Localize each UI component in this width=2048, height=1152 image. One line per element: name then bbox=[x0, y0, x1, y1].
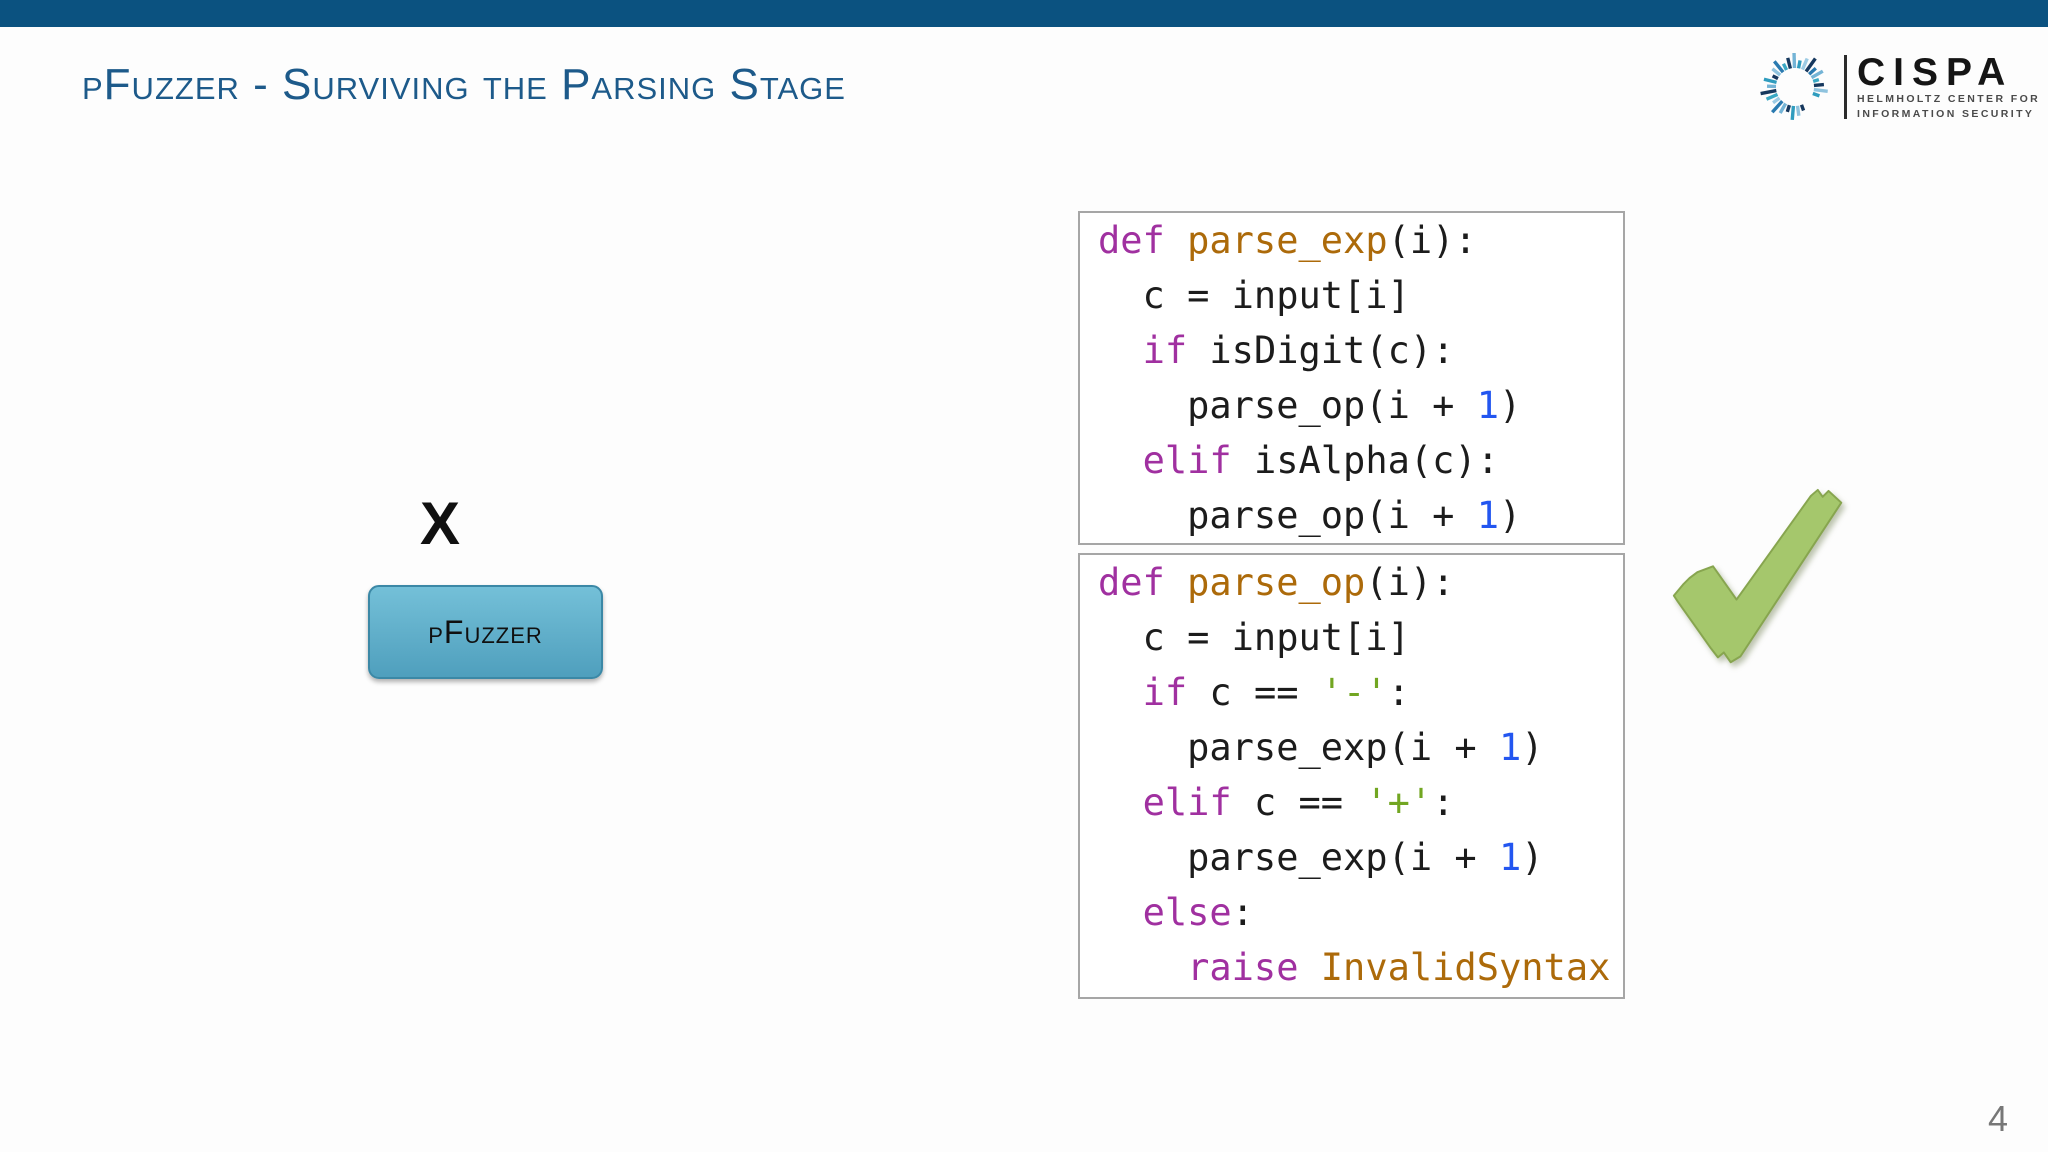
pfuzzer-label: pFuzzer bbox=[428, 613, 543, 650]
code-block-parse-exp: def parse_exp(i): c = input[i] if isDigi… bbox=[1078, 211, 1625, 545]
code-block-parse-op: def parse_op(i): c = input[i] if c == '-… bbox=[1078, 553, 1625, 999]
cispa-ring-icon bbox=[1760, 52, 1828, 121]
code-line: c = input[i] bbox=[1098, 616, 1410, 659]
code-line: if isDigit(c): bbox=[1142, 329, 1455, 372]
pfuzzer-box: pFuzzer bbox=[368, 585, 603, 679]
code-line: def parse_op(i): bbox=[1098, 561, 1455, 604]
code-line: elif c == '+': bbox=[1142, 781, 1455, 824]
logo-subtitle-line1: HELMHOLTZ CENTER FOR bbox=[1857, 93, 2041, 106]
code-line: parse_op(i + 1) bbox=[1098, 494, 1522, 537]
code-line: raise InvalidSyntax bbox=[1187, 946, 1611, 989]
logo-text-column: CISPA HELMHOLTZ CENTER FOR INFORMATION S… bbox=[1857, 53, 2040, 120]
code-line: parse_op(i + 1) bbox=[1098, 384, 1522, 427]
code-line: parse_exp(i + 1) bbox=[1098, 726, 1544, 769]
cispa-logo: CISPA HELMHOLTZ CENTER FOR INFORMATION S… bbox=[1756, 48, 2040, 126]
code-line: c = input[i] bbox=[1098, 274, 1410, 317]
code-line: def parse_exp(i): bbox=[1098, 219, 1477, 262]
logo-divider bbox=[1844, 55, 1847, 119]
checkmark-icon bbox=[1672, 488, 1843, 664]
code-line: else: bbox=[1142, 891, 1254, 934]
rejected-input-label: X bbox=[419, 490, 461, 557]
logo-wordmark: CISPA bbox=[1857, 51, 2014, 95]
code-line: parse_exp(i + 1) bbox=[1098, 836, 1544, 879]
logo-subtitle-line2: INFORMATION SECURITY bbox=[1857, 107, 2035, 120]
code-line: elif isAlpha(c): bbox=[1142, 439, 1499, 482]
slide-title: pFuzzer - Surviving the Parsing Stage bbox=[82, 60, 846, 109]
page-number: 4 bbox=[1987, 1098, 2008, 1139]
code-line: if c == '-': bbox=[1142, 671, 1410, 714]
top-accent-bar bbox=[0, 0, 2048, 27]
